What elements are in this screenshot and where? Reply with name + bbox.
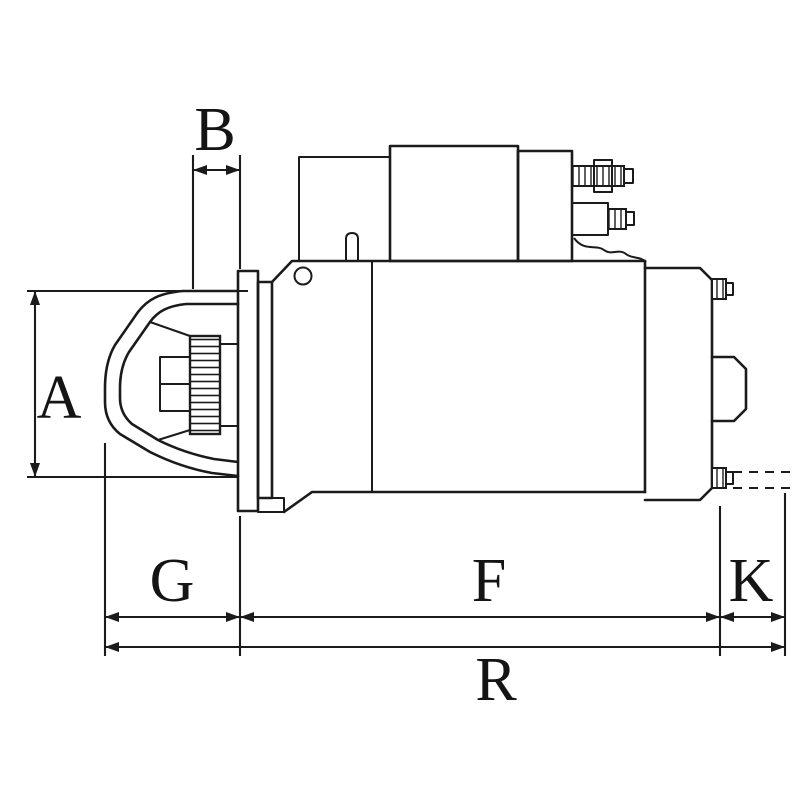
dimension-label-r: R bbox=[475, 646, 517, 714]
motor-body bbox=[270, 156, 647, 514]
end-cap bbox=[643, 266, 792, 502]
dimension-gfk bbox=[105, 612, 785, 622]
dimension-a bbox=[27, 289, 248, 479]
through-bolt-top bbox=[711, 278, 727, 300]
extension-lines-bottom bbox=[103, 443, 787, 656]
bearing-boss bbox=[710, 355, 748, 423]
dimension-annotations bbox=[27, 155, 787, 656]
solenoid-strap bbox=[573, 237, 647, 263]
pinion-gear bbox=[159, 334, 239, 436]
dimension-label-b: B bbox=[194, 96, 235, 164]
mounting-flange bbox=[236, 269, 285, 513]
dimension-label-g: G bbox=[150, 547, 195, 615]
terminal-studs bbox=[571, 159, 635, 236]
dimension-label-a: A bbox=[37, 364, 82, 432]
drive-yoke bbox=[103, 289, 240, 478]
dimension-b bbox=[191, 155, 242, 289]
starter-motor-drawing bbox=[103, 144, 792, 514]
dimension-r bbox=[105, 642, 785, 652]
through-bolt-bottom bbox=[711, 467, 727, 489]
dimension-label-f: F bbox=[472, 547, 506, 615]
dimension-label-k: K bbox=[729, 547, 774, 615]
